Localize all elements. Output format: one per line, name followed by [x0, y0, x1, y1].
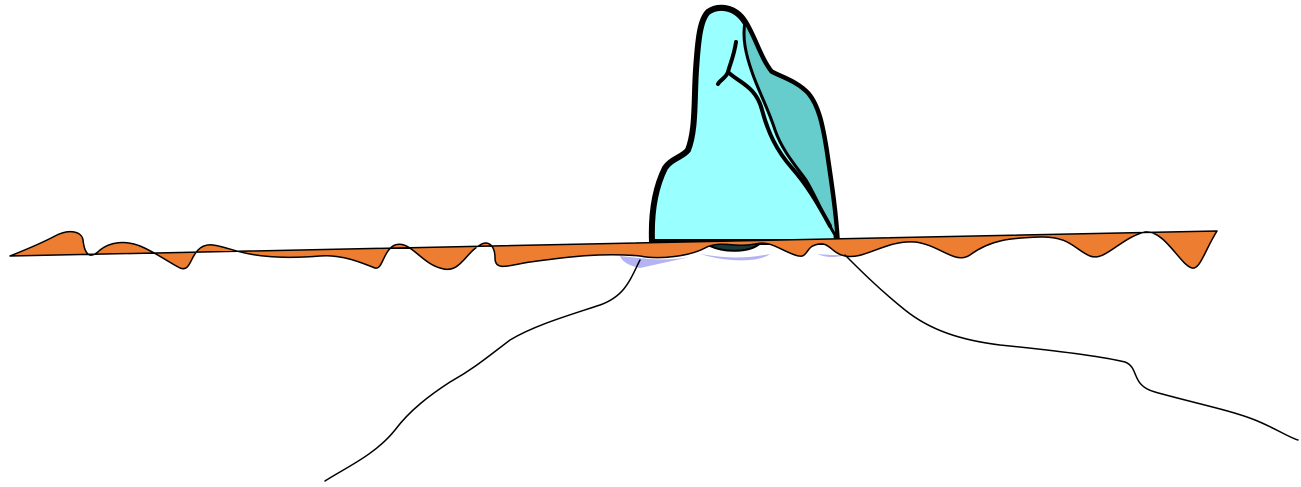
iceberg-ridge — [716, 40, 832, 228]
iceberg-shadow-face — [742, 20, 839, 240]
iceberg-tip — [648, 4, 840, 252]
water-surface-line — [9, 230, 1218, 271]
submerged-iceberg-outline — [324, 254, 1299, 482]
